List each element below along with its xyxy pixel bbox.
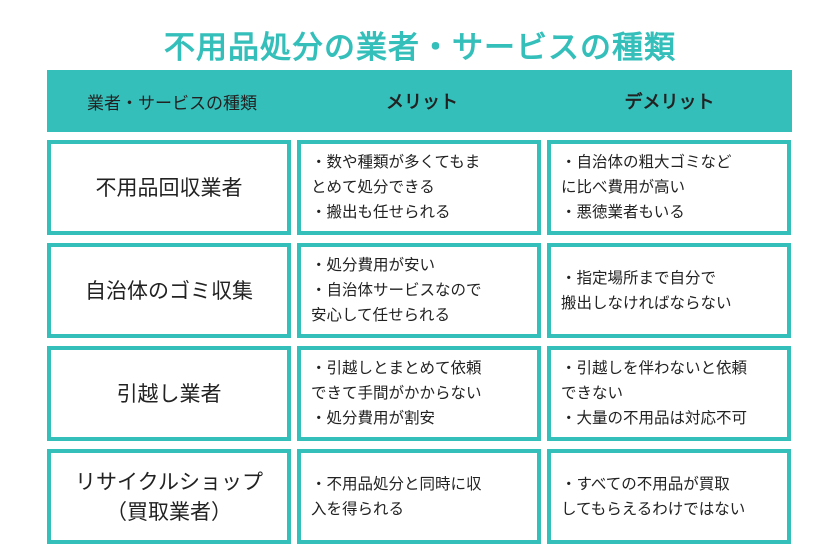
merit-cell: ・引越しとまとめて依頼 できて手間がかからない ・処分費用が割安 (297, 346, 541, 441)
header-type: 業者・サービスの種類 (87, 93, 257, 114)
table-row: 自治体のゴミ収集 ・処分費用が安い ・自治体サービスなので 安心して任せられる … (47, 243, 792, 338)
merit-cell: ・数や種類が多くてもま とめて処分できる ・搬出も任せられる (297, 140, 541, 235)
demerit-line: ・指定場所まで自分で (561, 268, 717, 287)
service-name-line: 自治体のゴミ収集 (85, 278, 253, 303)
demerit-cell: ・引越しを伴わないと依頼 できない ・大量の不用品は対応不可 (547, 346, 791, 441)
service-name: 不用品回収業者 (47, 140, 291, 235)
demerit-line: ・すべての不用品が買取 (561, 474, 730, 493)
service-name: 自治体のゴミ収集 (47, 243, 291, 338)
demerit-line: 搬出しなければならない (561, 293, 732, 312)
table-row: 不用品回収業者 ・数や種類が多くてもま とめて処分できる ・搬出も任せられる ・… (47, 140, 792, 235)
demerit-line: に比べ費用が高い (561, 178, 686, 196)
demerit-cell: ・指定場所まで自分で 搬出しなければならない (547, 243, 791, 338)
demerit-line: ・悪徳業者もいる (561, 203, 685, 221)
merit-line: ・搬出も任せられる (311, 203, 451, 221)
merit-cell: ・処分費用が安い ・自治体サービスなので 安心して任せられる (297, 243, 541, 338)
merit-line: ・不用品処分と同時に収 (311, 474, 482, 493)
merit-line: できて手間がかからない (311, 384, 482, 402)
merit-line: ・処分費用が割安 (311, 409, 436, 427)
service-name-line: 引越し業者 (116, 381, 222, 406)
service-name: リサイクルショップ （買取業者） (47, 449, 291, 544)
demerit-line: できない (561, 384, 624, 402)
demerit-line: ・引越しを伴わないと依頼 (561, 359, 748, 377)
service-name: 引越し業者 (47, 346, 291, 441)
merit-line: ・自治体サービスなので (311, 281, 482, 299)
demerit-line: してもらえるわけではない (561, 499, 746, 518)
merit-line: ・数や種類が多くてもま (311, 153, 481, 171)
service-name-line: （買取業者） (105, 499, 232, 524)
merit-line: 入を得られる (311, 499, 405, 518)
service-name-line: リサイクルショップ (75, 469, 263, 494)
table-row: リサイクルショップ （買取業者） ・不用品処分と同時に収 入を得られる ・すべて… (47, 449, 792, 544)
demerit-line: ・大量の不用品は対応不可 (561, 409, 748, 427)
merit-line: とめて処分できる (311, 178, 435, 196)
header-demerit: デメリット (624, 92, 715, 113)
merit-line: ・処分費用が安い (311, 256, 436, 274)
demerit-line: ・自治体の粗大ゴミなど (561, 153, 732, 171)
demerit-cell: ・すべての不用品が買取 してもらえるわけではない (547, 449, 791, 544)
merit-cell: ・不用品処分と同時に収 入を得られる (297, 449, 541, 544)
demerit-cell: ・自治体の粗大ゴミなど に比べ費用が高い ・悪徳業者もいる (547, 140, 791, 235)
merit-line: ・引越しとまとめて依頼 (311, 359, 482, 377)
page-title: 不用品処分の業者・サービスの種類 (164, 30, 676, 66)
table-header: 業者・サービスの種類 メリット デメリット (47, 70, 792, 132)
table-row: 引越し業者 ・引越しとまとめて依頼 できて手間がかからない ・処分費用が割安 ・… (47, 346, 792, 441)
header-merit: メリット (386, 92, 458, 113)
merit-line: 安心して任せられる (311, 306, 451, 324)
service-name-line: 不用品回収業者 (95, 175, 243, 200)
